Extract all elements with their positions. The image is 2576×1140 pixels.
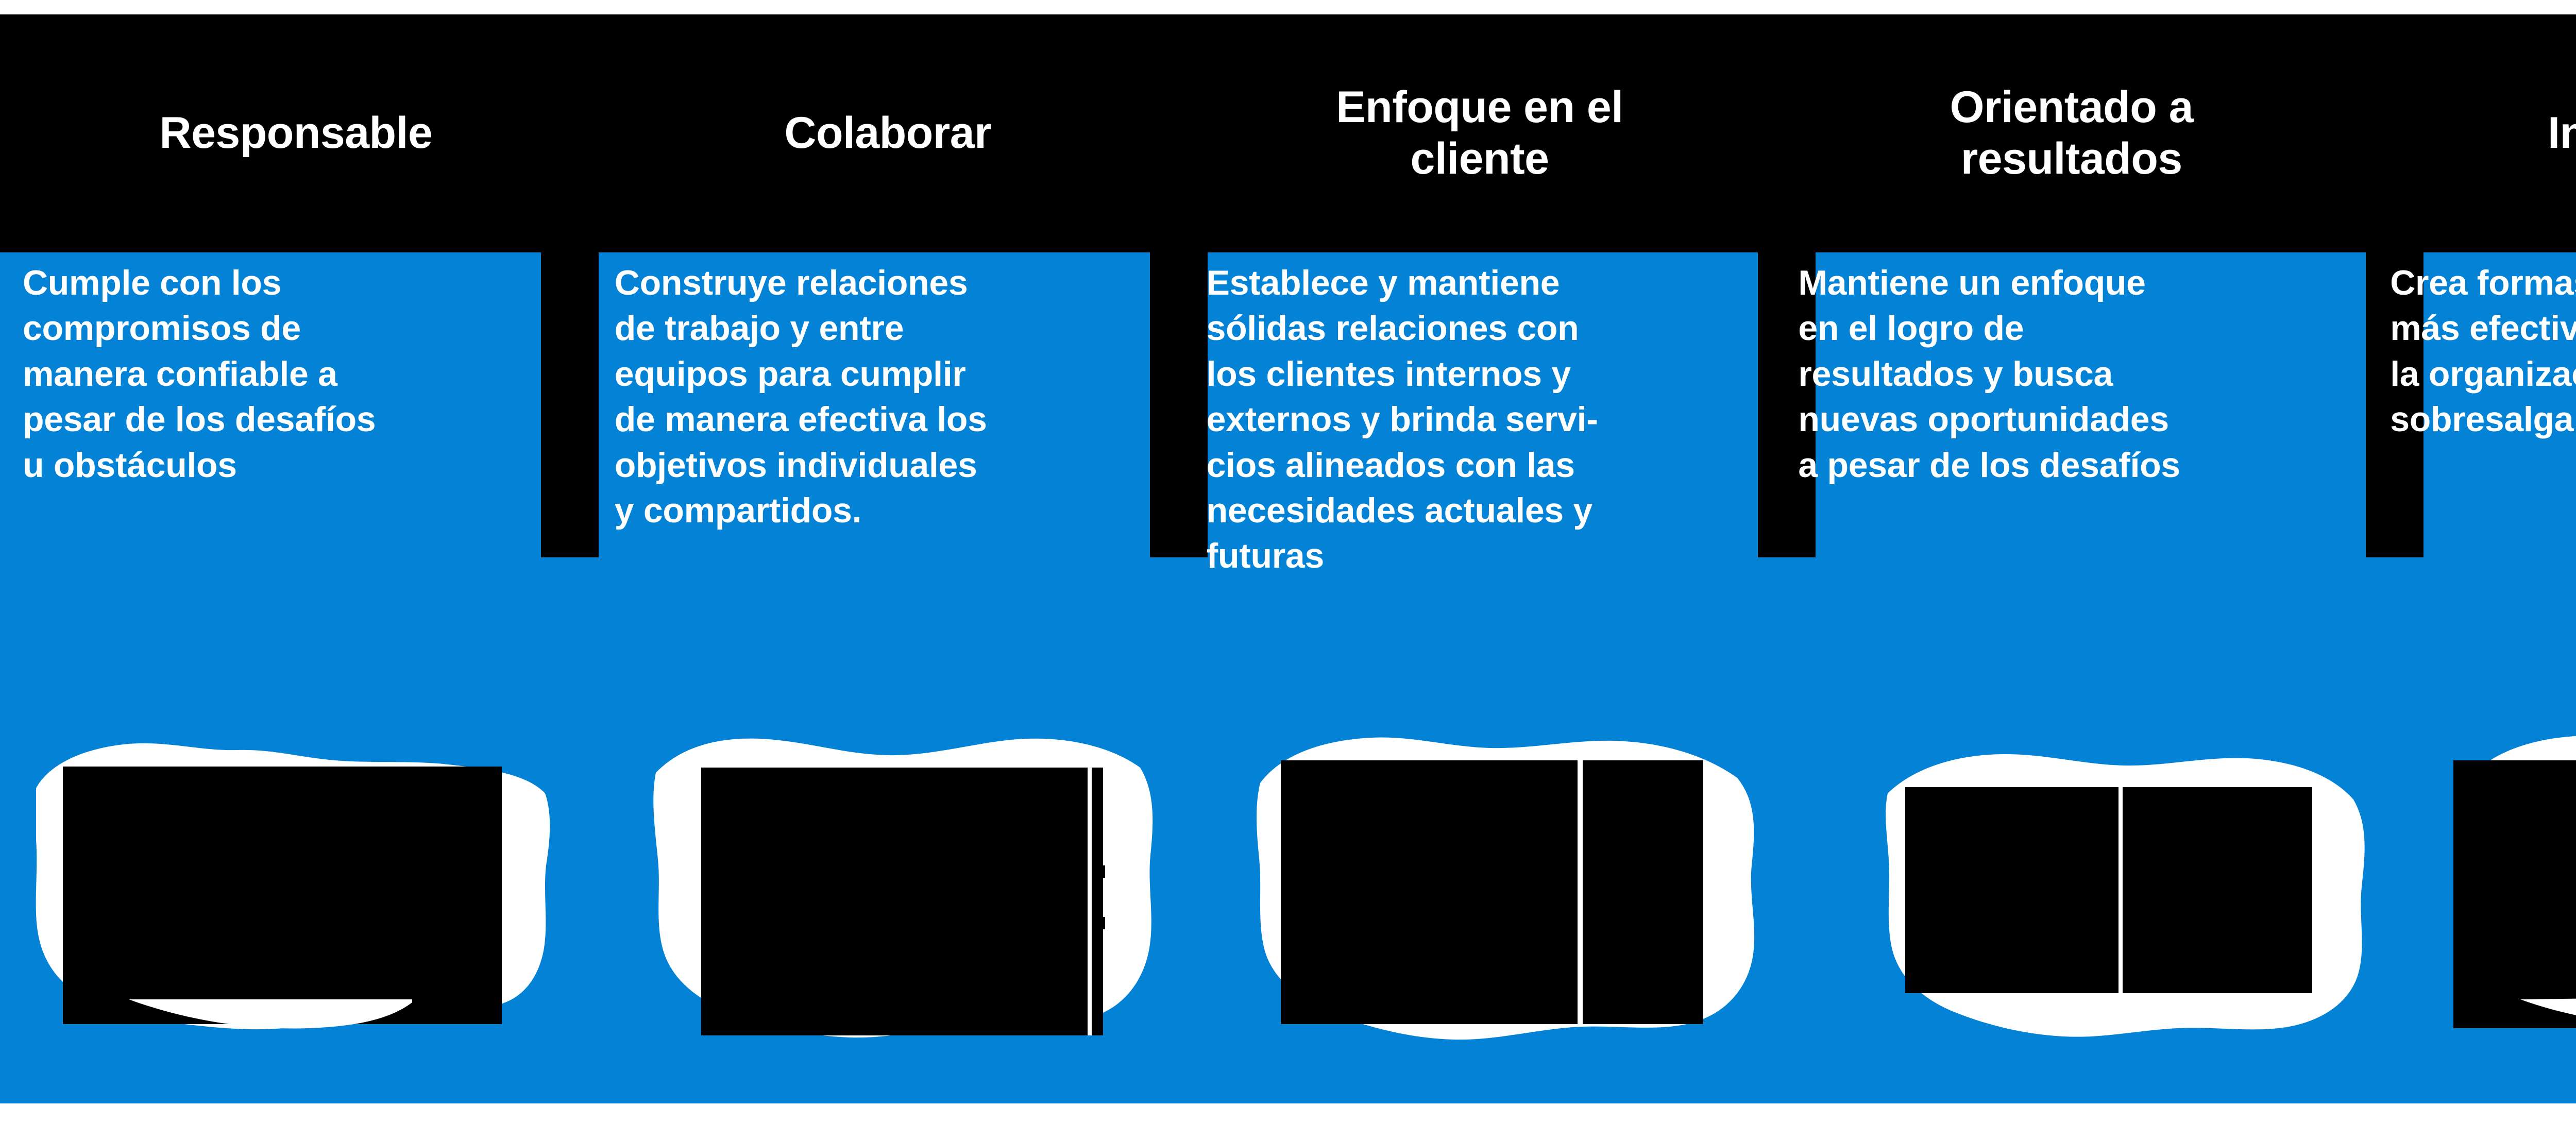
redacted-photo-blob-4	[1886, 754, 2365, 1037]
description-cell-orientado-a-resultados: Mantiene un enfoque en el logro de resul…	[1775, 260, 2367, 652]
competency-title-row: Responsable Colaborar Enfoque en el clie…	[0, 14, 2576, 252]
competency-image-innovacion	[2453, 711, 2576, 1092]
column-divider-1	[541, 252, 599, 557]
redacted-photo-blob-1	[36, 743, 550, 1030]
competency-description-orientado-a-resultados: Mantiene un enfoque en el logro de resul…	[1798, 263, 2180, 485]
column-divider-2	[1150, 252, 1208, 557]
header-cell-orientado-a-resultados: Orientado a resultados	[1775, 14, 2367, 252]
redacted-photo-blob-3	[1257, 737, 1755, 1040]
redacted-photo-blob-2	[653, 738, 1153, 1038]
description-cell-colaborar: Construye relaciones de trabajo y entre …	[592, 260, 1184, 652]
competency-image-colaborar	[640, 711, 1166, 1092]
description-cell-enfoque-en-el-cliente: Establece y mantiene sólidas relaciones …	[1184, 260, 1776, 652]
header-cell-responsable: Responsable	[0, 14, 592, 252]
competency-description-innovacion: Crea formas originales y más efectivas p…	[2390, 263, 2576, 439]
competency-title-orientado-a-resultados: Orientado a resultados	[1950, 82, 2194, 183]
competency-description-responsable: Cumple con los compromisos de manera con…	[23, 263, 376, 485]
competency-title-responsable: Responsable	[159, 108, 433, 158]
header-cell-colaborar: Colaborar	[592, 14, 1184, 252]
redacted-photo-blob-5	[2453, 736, 2576, 1028]
black-header-band	[0, 14, 2576, 252]
competency-description-colaborar: Construye relaciones de trabajo y entre …	[614, 263, 987, 530]
competency-image-orientado-a-resultados	[1861, 711, 2386, 1092]
competency-title-enfoque-en-el-cliente: Enfoque en el cliente	[1336, 82, 1623, 183]
competency-image-enfoque-en-el-cliente	[1248, 711, 1773, 1092]
column-divider-3	[1758, 252, 1816, 557]
competency-image-responsable	[31, 711, 556, 1092]
competency-description-enfoque-en-el-cliente: Establece y mantiene sólidas relaciones …	[1206, 263, 1598, 576]
competency-image-row	[0, 711, 2576, 1102]
competency-description-row: Cumple con los compromisos de manera con…	[0, 260, 2576, 652]
description-cell-responsable: Cumple con los compromisos de manera con…	[0, 260, 592, 652]
header-cell-enfoque-en-el-cliente: Enfoque en el cliente	[1184, 14, 1776, 252]
competency-title-colaborar: Colaborar	[784, 108, 992, 158]
header-cell-innovacion: Innovación	[2367, 14, 2576, 252]
description-cell-innovacion: Crea formas originales y más efectivas p…	[2367, 260, 2576, 652]
competency-title-innovacion: Innovación	[2548, 108, 2576, 158]
column-divider-4	[2366, 252, 2424, 557]
